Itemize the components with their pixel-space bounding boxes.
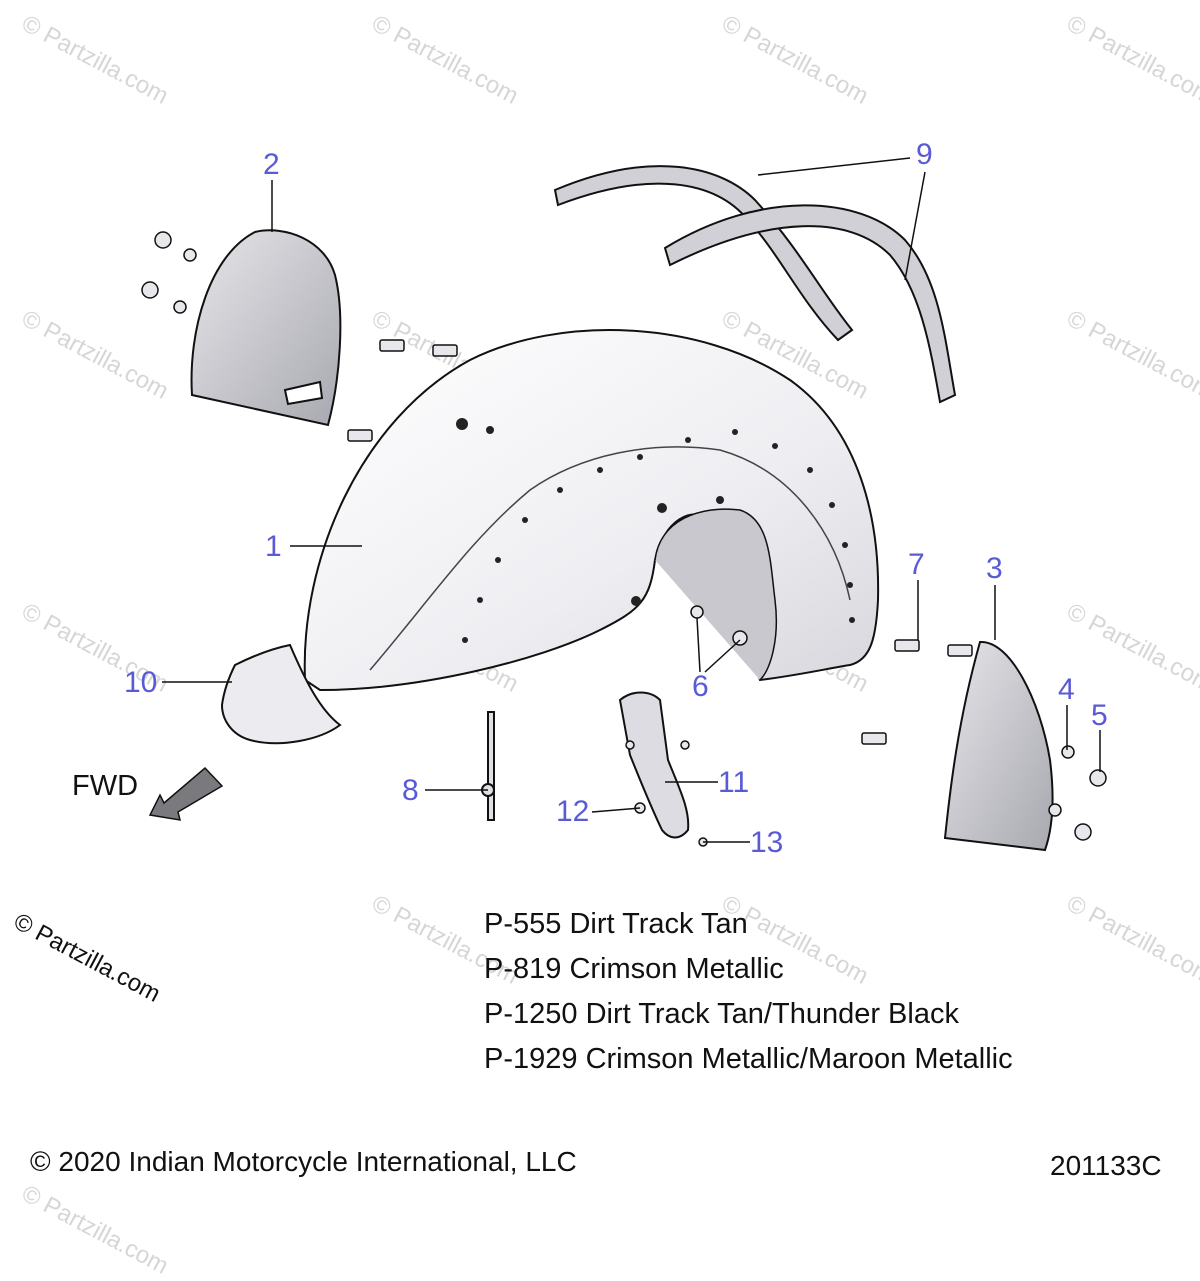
callout-3: 3 bbox=[986, 552, 1003, 585]
trim-strips bbox=[553, 165, 957, 404]
callout-9: 9 bbox=[916, 138, 933, 171]
paint-code-item: P-555 Dirt Track Tan bbox=[484, 908, 748, 940]
callout-1: 1 bbox=[265, 530, 282, 563]
callout-11: 11 bbox=[718, 766, 750, 799]
copyright-notice: © 2020 Indian Motorcycle International, … bbox=[30, 1146, 577, 1177]
side-cover-left bbox=[190, 229, 342, 427]
drawing-number: 201133C bbox=[1050, 1150, 1162, 1181]
callout-10: 10 bbox=[124, 666, 158, 699]
callout-7: 7 bbox=[908, 548, 925, 581]
parts-diagram bbox=[141, 157, 1107, 852]
rear-fender bbox=[303, 329, 880, 692]
callout-13: 13 bbox=[750, 826, 784, 859]
paint-code-item: P-1250 Dirt Track Tan/Thunder Black bbox=[484, 998, 959, 1030]
fasteners bbox=[141, 231, 1107, 847]
leader-lines bbox=[162, 157, 1101, 843]
callout-2: 2 bbox=[263, 148, 280, 181]
bracket bbox=[618, 691, 690, 839]
callout-12: 12 bbox=[556, 795, 590, 828]
fwd-label: FWD bbox=[72, 770, 139, 802]
side-cover-right bbox=[943, 640, 1054, 852]
fwd-arrow-icon bbox=[148, 766, 224, 821]
callout-4: 4 bbox=[1058, 673, 1075, 706]
front-trim bbox=[220, 643, 342, 745]
callout-6: 6 bbox=[692, 670, 709, 703]
rod bbox=[481, 711, 495, 821]
paint-code-list: P-555 Dirt Track Tan P-819 Crimson Metal… bbox=[484, 902, 1013, 1082]
paint-code-item: P-1929 Crimson Metallic/Maroon Metallic bbox=[484, 1043, 1013, 1075]
callout-5: 5 bbox=[1091, 699, 1108, 732]
paint-code-item: P-819 Crimson Metallic bbox=[484, 953, 784, 985]
callout-8: 8 bbox=[402, 774, 419, 807]
